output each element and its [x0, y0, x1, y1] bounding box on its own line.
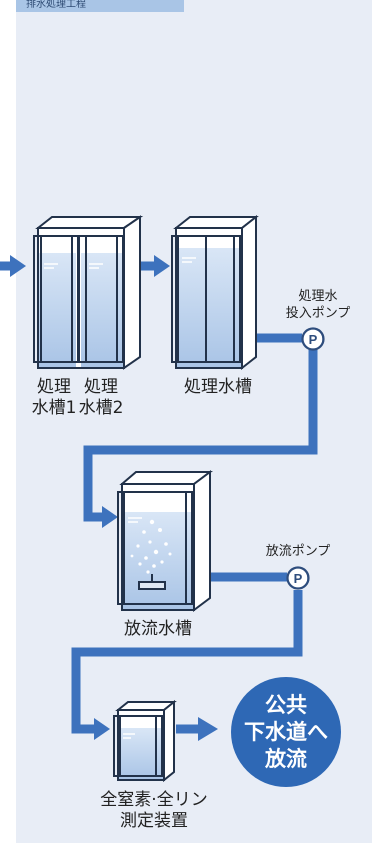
tank1-label: 処理 水槽1	[31, 377, 77, 418]
tank2-label: 処理 水槽2	[78, 377, 124, 418]
treated-tank-label: 処理水槽	[184, 377, 252, 397]
arrow-to-discharge	[102, 506, 118, 528]
pipe-pump-to-discharge	[83, 350, 318, 522]
pump-symbol: P	[294, 571, 303, 586]
header-tag: 排水処理工程	[16, 0, 184, 12]
sewer-outlet-badge: 公共 下水道へ 放流	[231, 677, 341, 787]
discharge-tank	[117, 470, 213, 612]
analyzer-device	[113, 699, 177, 783]
aeration-bubbles	[130, 519, 172, 574]
arrow-to-treated	[154, 255, 170, 277]
analyzer-label: 全窒素·全リン 測定装置	[100, 790, 208, 831]
arrow-inlet	[10, 255, 26, 277]
pipe-pump-to-analyzer	[71, 590, 303, 734]
treated-pump-label: 処理水 投入ポンプ	[285, 289, 351, 321]
discharge-pump: P	[286, 566, 310, 590]
discharge-pump-label: 放流ポンプ	[265, 544, 331, 559]
treatment-tanks-1-2	[33, 215, 144, 370]
arrow-to-analyzer	[94, 718, 110, 740]
treated-water-pump: P	[301, 327, 325, 351]
outlet-label: 公共 下水道へ 放流	[244, 692, 328, 771]
pump-symbol: P	[309, 332, 318, 347]
discharge-tank-label: 放流水槽	[124, 619, 192, 639]
treated-water-tank	[171, 214, 259, 371]
arrow-to-outlet	[198, 717, 218, 741]
